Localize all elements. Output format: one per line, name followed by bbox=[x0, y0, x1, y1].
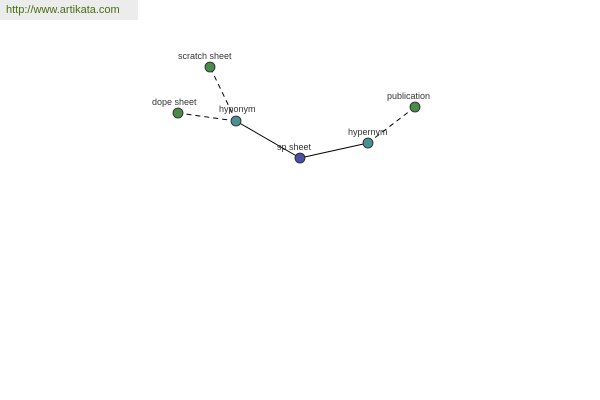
edges-layer bbox=[177, 66, 416, 159]
node-label-hyponym: hyponym bbox=[219, 104, 256, 114]
node-hypernym[interactable]: hypernym bbox=[348, 127, 388, 149]
nodes-layer: sp sheet hyponym hypernym scratch sheet dope… bbox=[152, 51, 430, 164]
node-hyponym[interactable]: hyponym bbox=[219, 104, 256, 127]
node-scratch-sheet[interactable]: scratch sheet bbox=[178, 51, 232, 73]
node-label-scratch-sheet: scratch sheet bbox=[178, 51, 232, 61]
node-dot-scratch-sheet[interactable] bbox=[204, 61, 216, 73]
node-publication[interactable]: publication bbox=[387, 91, 430, 113]
edge-sp-sheet-hypernym bbox=[299, 142, 369, 159]
source-header-bar: http://www.artikata.com bbox=[0, 0, 138, 20]
node-label-sp-sheet: sp sheet bbox=[277, 142, 312, 152]
node-dot-hypernym[interactable] bbox=[362, 137, 374, 149]
node-dot-dope-sheet[interactable] bbox=[172, 107, 184, 119]
node-label-hypernym: hypernym bbox=[348, 127, 388, 137]
node-dot-hyponym[interactable] bbox=[230, 115, 242, 127]
node-label-dope-sheet: dope sheet bbox=[152, 97, 197, 107]
node-dope-sheet[interactable]: dope sheet bbox=[152, 97, 197, 119]
node-sp-sheet[interactable]: sp sheet bbox=[277, 142, 312, 164]
edge-hyponym-dope-sheet bbox=[177, 112, 237, 122]
edge-hypernym-publication bbox=[367, 106, 416, 144]
node-label-publication: publication bbox=[387, 91, 430, 101]
node-dot-sp-sheet[interactable] bbox=[294, 152, 306, 164]
edge-hyponym-scratch-sheet bbox=[209, 66, 237, 122]
edge-sp-sheet-hyponym bbox=[235, 120, 301, 159]
source-link[interactable]: http://www.artikata.com bbox=[6, 4, 120, 16]
node-dot-publication[interactable] bbox=[409, 101, 421, 113]
